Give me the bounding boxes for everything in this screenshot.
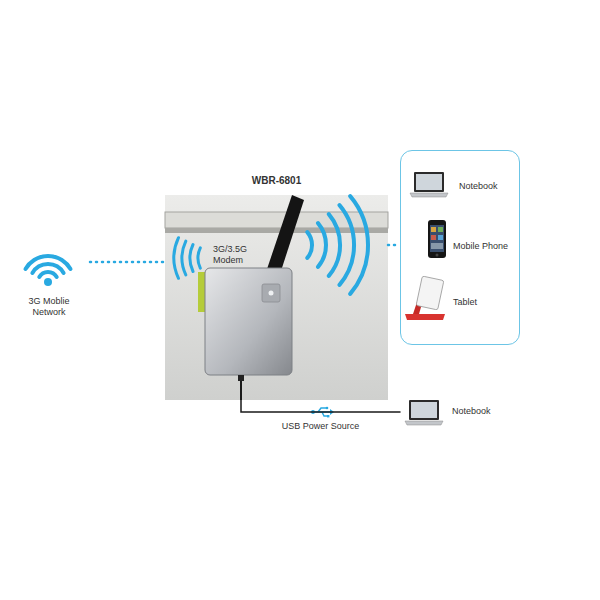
node-label: WBR-6801 — [220, 175, 333, 188]
usb-symbol — [326, 407, 329, 410]
node-text: 3G/3.5G Modem — [213, 244, 263, 267]
wifi-waves — [307, 196, 368, 294]
notebook-icon — [410, 172, 448, 197]
phone-icon — [438, 235, 443, 240]
tablet-icon — [405, 314, 445, 320]
router-node: WBR-68013G/3.5G Modem — [165, 195, 388, 400]
notebook-icon — [405, 400, 443, 425]
notebook-icon — [410, 193, 448, 197]
notebook-icon — [411, 402, 437, 418]
phone-icon — [431, 227, 436, 232]
phone-icon — [430, 225, 444, 252]
device-photo — [165, 195, 388, 400]
usb-symbol — [327, 415, 329, 417]
modem-waves — [198, 248, 200, 268]
notebook-icon — [409, 400, 439, 420]
device-photo — [165, 212, 388, 228]
signal-icon — [32, 264, 63, 273]
node-text: Tablet — [453, 297, 477, 308]
wifi-waves — [329, 214, 340, 276]
connector — [388, 244, 400, 247]
tablet-icon — [416, 276, 444, 310]
tablet-icon — [405, 276, 445, 320]
client-panel: NotebookMobile PhoneTablet — [400, 150, 520, 345]
signal-icon — [26, 256, 71, 269]
device-photo — [269, 291, 274, 296]
notebook-node: Notebook — [400, 398, 500, 426]
device-photo — [238, 375, 244, 381]
notebook-icon — [414, 172, 444, 192]
phone-icon — [428, 220, 446, 258]
wifi-waves — [307, 232, 312, 258]
phone-icon — [431, 235, 436, 240]
wifi-waves — [318, 223, 326, 267]
node-text: Mobile Phone — [453, 241, 508, 252]
notebook-icon — [405, 421, 443, 425]
signal-icon — [39, 272, 56, 277]
connector — [241, 400, 400, 412]
node-label: Notebook — [459, 181, 498, 192]
modem-waves — [182, 241, 186, 275]
phone-icon — [436, 254, 439, 257]
network-node: 3G Moblie Network — [14, 240, 90, 324]
phone-icon — [428, 220, 446, 258]
device-photo — [262, 284, 280, 302]
node-label: 3G Moblie Network — [14, 296, 84, 319]
device-photo — [240, 381, 242, 400]
node-label: Notebook — [452, 406, 491, 417]
phone-icon — [431, 243, 443, 249]
device-photo — [165, 195, 388, 400]
modem-waves — [190, 245, 193, 272]
notebook-icon — [416, 174, 442, 190]
signal-icon — [44, 278, 52, 286]
phone-icon — [438, 227, 443, 232]
connector — [90, 261, 165, 264]
modem-waves — [174, 238, 179, 279]
wifi-waves — [340, 205, 355, 285]
modem-waves — [174, 238, 200, 279]
device-photo — [266, 195, 304, 274]
connector-label: USB Power Source — [280, 421, 362, 432]
wifi-waves — [350, 196, 368, 294]
device-photo — [205, 268, 292, 375]
signal-icon — [26, 256, 71, 286]
